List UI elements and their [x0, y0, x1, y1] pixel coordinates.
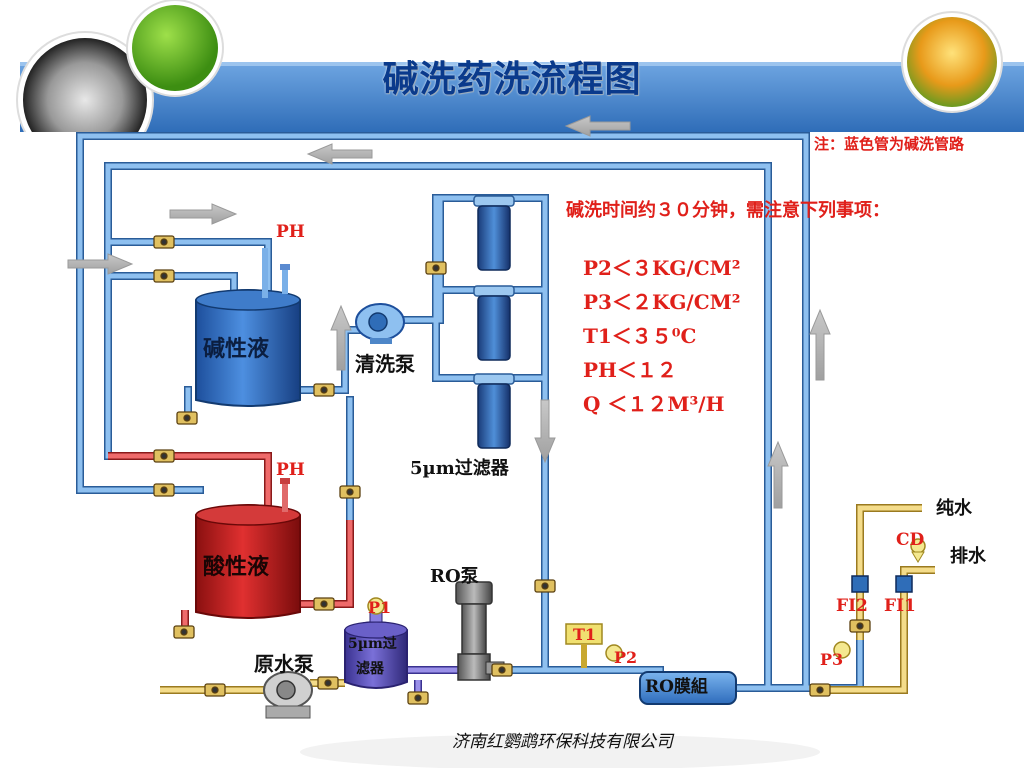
alkali-tank	[195, 248, 301, 407]
valve-acid-in-1	[153, 449, 175, 463]
page-title: 碱洗药洗流程图	[382, 59, 642, 100]
cleaning-pump-label: 清洗泵	[355, 352, 415, 376]
fi1-meter	[895, 575, 913, 593]
t1-thermometer	[565, 623, 603, 668]
p1-label: P1	[368, 598, 392, 617]
t1-label: T1	[573, 625, 597, 644]
arrow-right-inlet	[67, 253, 134, 275]
arrow-up-right	[809, 308, 831, 381]
fi2-meter	[851, 575, 869, 593]
ro-module-label: RO膜組	[645, 677, 708, 697]
ro-pump-label: RO泵	[430, 566, 479, 587]
raw-pump-label: 原水泵	[254, 652, 314, 676]
valve-acid-out	[313, 597, 335, 611]
prefilter-vessel	[344, 611, 408, 689]
prefilter-label-2: 滤器	[356, 661, 384, 677]
valve-pump-riser	[339, 485, 361, 499]
fi2-label: FI2	[836, 596, 868, 616]
acid-tank-label: 酸性液	[203, 555, 270, 580]
filter-5um-label: 5µm过滤器	[410, 458, 509, 479]
drain-label: 排水	[950, 546, 986, 567]
cartridge-filter-1	[473, 195, 515, 271]
arrow-left-second	[306, 143, 373, 165]
valve-prefilter-drain	[407, 691, 429, 705]
company-footer: 济南红鹦鹉环保科技有限公司	[452, 732, 673, 752]
ro-module	[639, 671, 737, 705]
instruction-text: 碱洗时间约３０分钟，需注意下列事项：	[566, 200, 890, 221]
valve-alkali-in-1	[153, 235, 175, 249]
raw-water-pump	[263, 671, 313, 719]
ph-bottom-label: PH	[276, 460, 305, 480]
gauges	[367, 597, 851, 662]
arrow-right-alkali	[169, 203, 238, 225]
param-p3: P3＜２KG/CM²	[583, 290, 741, 314]
cartridge-filter-2	[473, 285, 515, 361]
green-ball-image	[126, 0, 224, 97]
valves	[153, 235, 871, 705]
flow-arrows	[67, 115, 831, 509]
valve-alkali-in-2	[153, 269, 175, 283]
param-ph: PH＜１２	[583, 358, 677, 382]
valve-acid-in-2	[153, 483, 175, 497]
p3-gauge	[833, 641, 851, 659]
ph-top-label: PH	[276, 222, 305, 242]
cd-label: CD	[896, 530, 925, 550]
valve-raw-in	[204, 683, 226, 697]
valve-filter-in	[425, 261, 447, 275]
param-p2: P2＜３KG/CM²	[583, 256, 741, 280]
valve-ro-pump-out	[491, 663, 513, 677]
cartridge-filter-3	[473, 373, 515, 449]
cartridge-filters	[473, 195, 515, 449]
valve-concentrate	[849, 619, 871, 633]
footer-swoosh	[300, 734, 820, 770]
valve-acid-drain	[173, 625, 195, 639]
prefilter-label-1: 5µm过	[348, 636, 397, 652]
valve-permeate	[809, 683, 831, 697]
acid-tank	[195, 478, 301, 619]
cleaning-pump	[355, 303, 405, 344]
flower-image	[901, 11, 1003, 113]
pure-water-label: 纯水	[936, 498, 972, 519]
cd-meter	[910, 538, 926, 563]
legend-note: 注：蓝色管为碱洗管路	[814, 135, 965, 153]
fi1-label: FI1	[884, 596, 916, 616]
arrow-up-pump	[330, 304, 352, 371]
arrow-up-mid	[767, 440, 789, 509]
valve-alkali-out	[313, 383, 335, 397]
p3-label: P3	[820, 650, 844, 669]
alkali-tank-label: 碱性液	[203, 337, 270, 362]
valve-raw-pump-out	[317, 676, 339, 690]
valve-alkali-drain	[176, 411, 198, 425]
flow-meters	[851, 575, 913, 593]
p2-label: P2	[614, 648, 638, 667]
param-t1: T1＜３５⁰C	[583, 324, 697, 348]
valve-filter-out	[534, 579, 556, 593]
arrow-down-filter	[534, 399, 556, 464]
param-q: Q ＜１２M³/H	[583, 392, 725, 416]
p2-gauge	[605, 644, 623, 662]
p1-gauge	[367, 597, 385, 615]
arrow-left-top	[564, 115, 631, 137]
